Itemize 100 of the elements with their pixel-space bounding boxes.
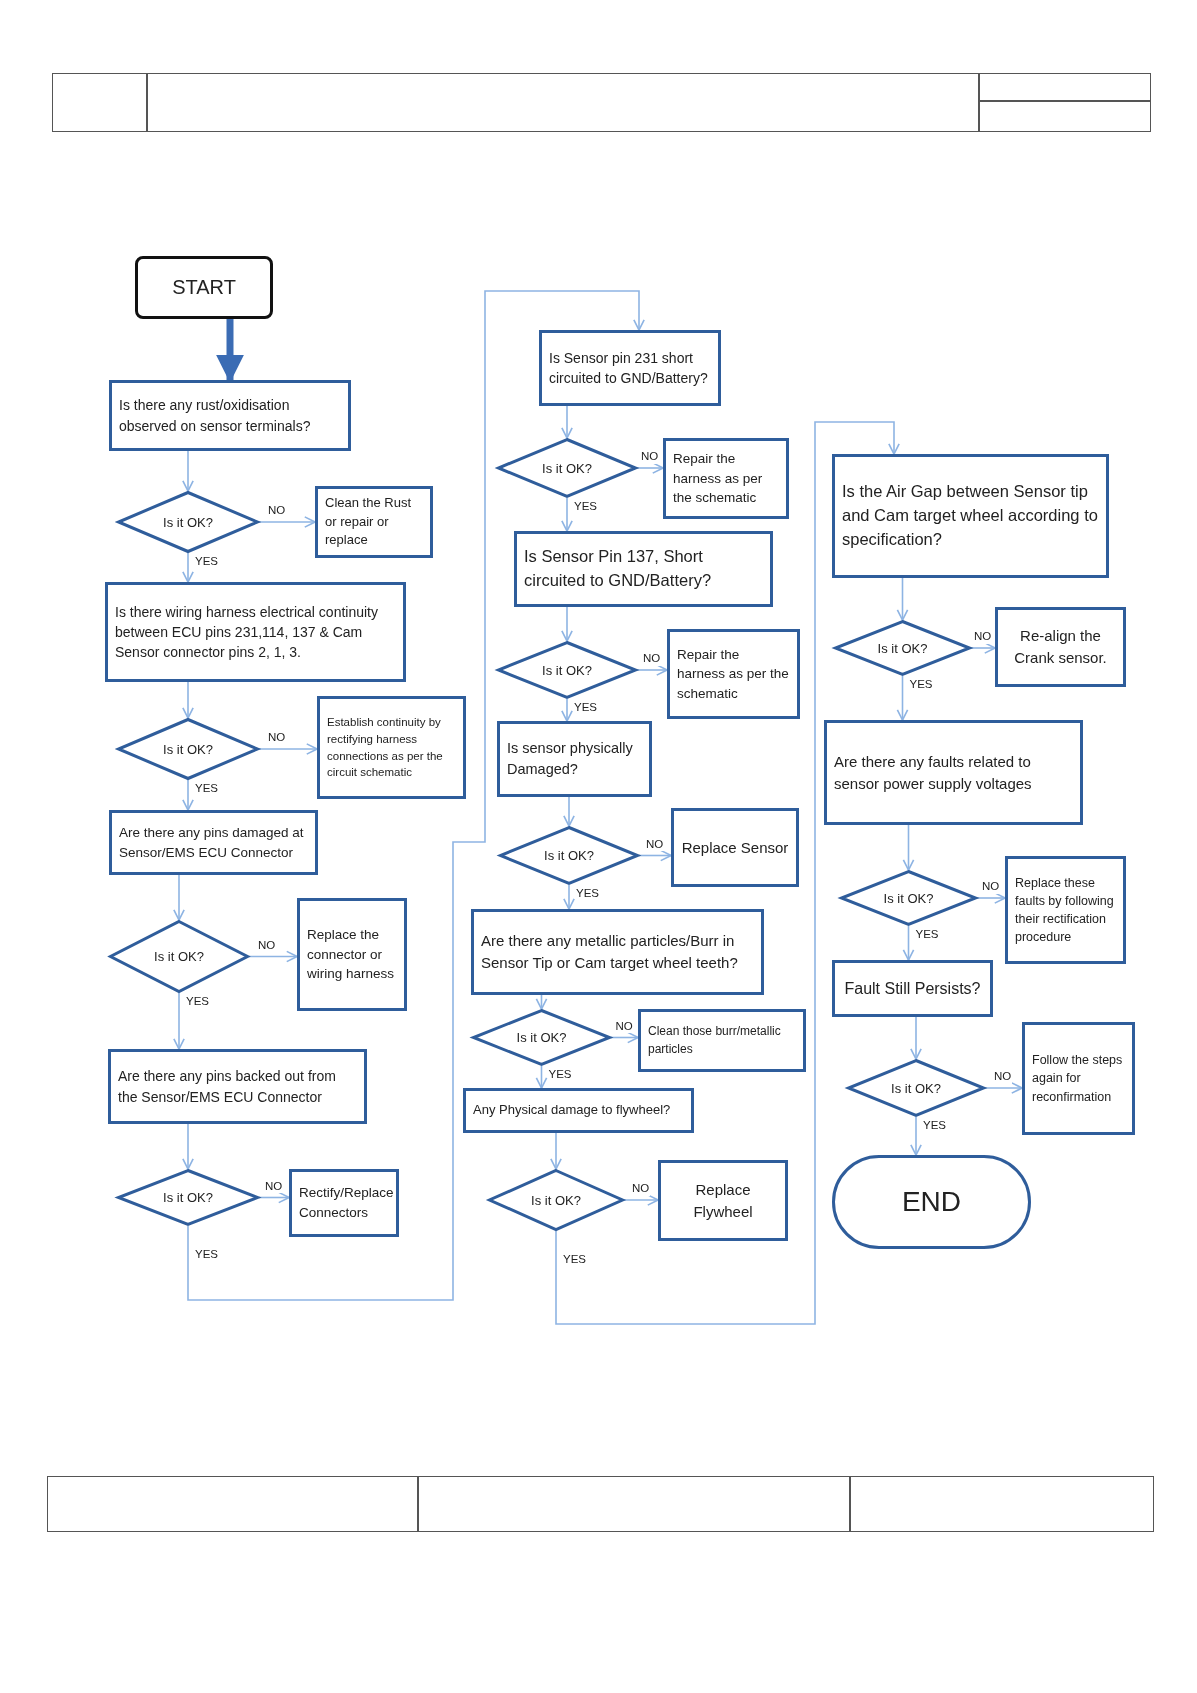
box-text: Establish continuity by rectifying harness connections as per the circuit schematic [327, 715, 444, 781]
edge-label: NO [631, 1182, 651, 1196]
box-text: Fault Still Persists? [844, 978, 981, 999]
box-text: Is the Air Gap between Sensor tip and Cam target wheel according to specification? [842, 481, 1099, 550]
arrow [896, 675, 909, 721]
arrow [182, 552, 194, 583]
arrow [182, 1123, 194, 1170]
process-box [663, 438, 789, 519]
box-text: START [172, 275, 236, 300]
edge-label: NO [642, 652, 662, 666]
arrow [561, 606, 573, 642]
decision-text: Is it OK? [883, 890, 934, 906]
decision-text: Is it OK? [163, 1190, 213, 1205]
box-text: Replace the connector or wiring harness [307, 926, 396, 984]
process-box [658, 1160, 788, 1241]
arrow [561, 698, 573, 722]
decision-text: Is it OK? [542, 662, 592, 678]
decision-text: Is it OK? [891, 1080, 941, 1096]
process-box [471, 909, 764, 995]
decision-text: Is it OK? [544, 848, 594, 863]
start-terminal [135, 256, 273, 319]
process-box [289, 1169, 399, 1237]
box-text: Are there any pins backed out from the Sensor/EMS ECU Connector [118, 1067, 337, 1107]
process-box [1022, 1022, 1135, 1135]
process-box [105, 582, 406, 682]
box-text: Is Sensor Pin 137, Short circuited to GND/Battery? [524, 546, 713, 591]
box-text: Is there any rust/oxidisation observed on sensor terminals? [119, 396, 312, 436]
arrow [976, 892, 1006, 904]
box-text: Any Physical damage to flywheel? [473, 1101, 671, 1120]
arrow [258, 516, 316, 528]
box-text: END [901, 1184, 962, 1219]
edge-label: NO [973, 630, 993, 644]
box-text: Rectify/Replace Connectors [299, 1184, 394, 1222]
decision-text: Is it OK? [163, 741, 213, 757]
decision-text: Is it OK? [516, 1030, 567, 1045]
box-text: Is Sensor pin 231 short circuited to GND/Battery? [549, 348, 709, 388]
process-box [671, 808, 799, 887]
box-text: Are there any pins damaged at Sensor/EMS ECU Connector [119, 823, 305, 862]
arrow [187, 290, 645, 1301]
process-box [109, 380, 351, 451]
process-box [1005, 856, 1126, 964]
process-box [497, 721, 652, 797]
process-box [638, 1009, 806, 1072]
box-text: Re-align the Crank sensor. [1013, 626, 1108, 668]
arrow [902, 925, 915, 961]
arrow [258, 743, 318, 755]
arrow [561, 497, 573, 532]
arrow [535, 994, 548, 1010]
edge-label: NO [645, 837, 665, 852]
box-text: Replace Flywheel [692, 1179, 754, 1222]
process-box [995, 607, 1126, 687]
edge-label: NO [981, 880, 1001, 894]
arrow [563, 884, 575, 910]
arrow [173, 874, 185, 921]
arrow [910, 1016, 922, 1060]
arrow [910, 1116, 922, 1156]
process-box [315, 486, 433, 558]
edge-label: NO [993, 1070, 1013, 1084]
box-text: Are there any metallic particles/Burr in Sensor Tip or Cam target wheel teeth? [481, 931, 739, 973]
box-text: Repair the harness as per the schematic [677, 645, 790, 703]
decision-text: Is it OK? [154, 949, 204, 964]
box-text: Clean the Rust or repair or replace [325, 493, 412, 550]
arrow [902, 824, 915, 871]
process-box [463, 1088, 694, 1133]
decision-text: Is it OK? [531, 1192, 581, 1208]
edge-label: NO [614, 1019, 634, 1034]
process-box [109, 810, 318, 875]
arrow [182, 779, 194, 811]
arrow [248, 950, 298, 963]
process-box [832, 454, 1109, 578]
arrow [561, 405, 573, 439]
arrow [182, 450, 194, 492]
process-box [108, 1049, 367, 1124]
arrow [173, 992, 185, 1050]
box-text: Is there wiring harness electrical continuity between ECU pins 231,114, 137 & Cam Sensor connector pins 2, 1, 3. [115, 602, 379, 663]
arrow [535, 1065, 548, 1089]
arrow [638, 849, 672, 862]
process-box [539, 330, 721, 406]
decision-text: Is it OK? [163, 514, 213, 530]
box-text: Replace Sensor [681, 837, 789, 858]
box-text: Replace these faults by following their rectification procedure [1015, 874, 1115, 947]
arrow [970, 642, 996, 654]
process-box [514, 531, 773, 607]
arrow [623, 1194, 659, 1206]
arrow [550, 1132, 562, 1170]
box-text: Clean those burr/metallic particles [648, 1023, 782, 1058]
process-box [832, 960, 993, 1017]
arrow [555, 421, 900, 1325]
process-box [824, 720, 1083, 825]
box-text: Repair the harness as per the schematic [673, 450, 764, 508]
process-box [297, 898, 407, 1011]
edge-label: NO [640, 450, 660, 464]
process-box [317, 696, 466, 799]
process-box [667, 629, 800, 719]
arrow [636, 462, 664, 474]
arrow [182, 681, 194, 719]
arrow [636, 664, 668, 676]
box-text: Are there any faults related to sensor power supply voltages [834, 751, 1033, 794]
box-text: Is sensor physically Damaged? [507, 739, 634, 779]
edge-label: NO [264, 1179, 284, 1194]
